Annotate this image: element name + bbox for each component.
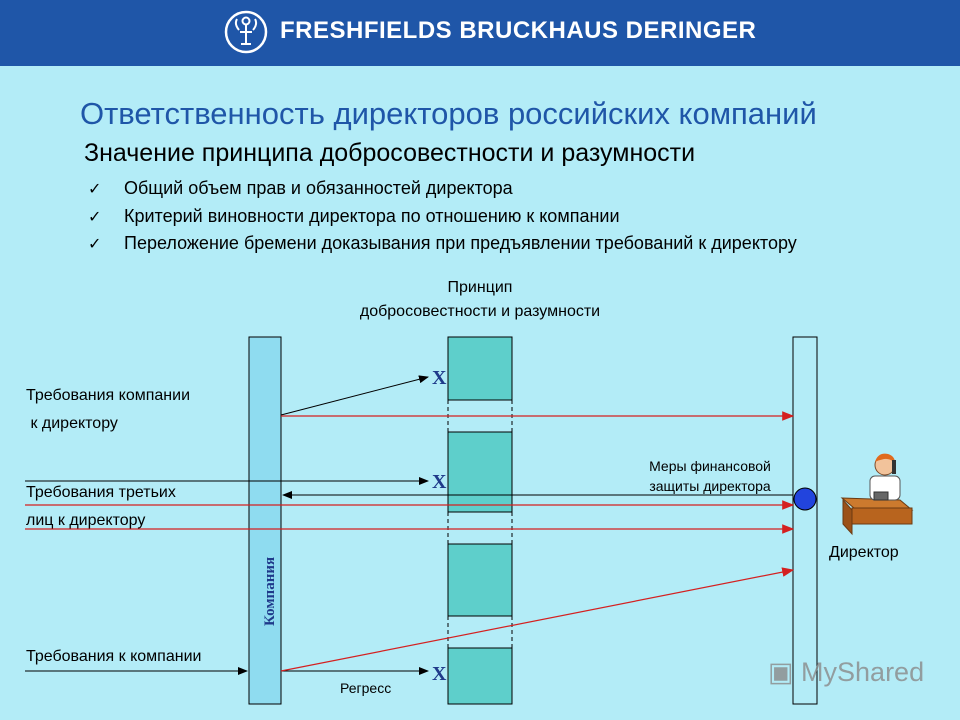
block-x-mark: X [432, 471, 447, 493]
principle-label: Принцип добросовестности и разумности [330, 276, 630, 324]
list-item: ✓ Критерий виновности директора по отноше… [88, 203, 797, 231]
block-x-mark: X [432, 663, 447, 685]
label-line: Требования компании [26, 387, 191, 404]
company-claims-label: Требования компании к директору [26, 382, 190, 438]
angel-logo-icon [224, 10, 268, 54]
list-item: ✓ Общий объем прав и обязанностей директо… [88, 175, 797, 203]
checkmark-icon: ✓ [88, 236, 102, 253]
block-x-mark: X [432, 367, 447, 389]
principle-label-line: добросовестности и разумности [359, 303, 601, 320]
page-subtitle: Значение принципа добросовестности и раз… [84, 139, 696, 167]
director-label: Директор [829, 544, 899, 561]
label-line: Требования третьих [26, 484, 176, 501]
bullet-text: Критерий виновности директора по отношен… [124, 205, 620, 226]
financial-protection-label: Меры финансовой защиты директора [630, 456, 790, 496]
protection-node [793, 487, 817, 511]
checkmark-icon: ✓ [88, 208, 102, 226]
regress-label: Регресс [340, 680, 392, 696]
arrow-regress-red [280, 567, 795, 672]
principle-label-line: Принцип [447, 279, 513, 296]
label-line: защиты директора [649, 478, 771, 494]
director-bar [792, 336, 818, 705]
label-line: лиц к директору [26, 512, 146, 529]
watermark: ▣ MyShared [768, 657, 924, 688]
label-line: к директору [26, 415, 118, 432]
company-label: Компания [262, 557, 278, 626]
director-at-desk-icon [840, 453, 914, 536]
bullet-list: ✓ Общий объем прав и обязанностей директо… [88, 175, 797, 258]
bullet-text: Переложение бремени доказывания при пред… [124, 233, 797, 253]
page-title: Ответственность директоров российских ко… [80, 96, 817, 131]
checkmark-icon: ✓ [88, 181, 102, 198]
principle-block [447, 543, 513, 617]
company-bar [248, 336, 282, 705]
presentation-logo-icon: ▣ [768, 657, 794, 687]
bullet-text: Общий объем прав и обязанностей директор… [124, 178, 513, 198]
arrow-company-to-block [280, 375, 429, 416]
principle-block [447, 647, 513, 705]
watermark-text: MyShared [801, 657, 925, 687]
brand-name: FRESHFIELDS BRUCKHAUS DERINGER [280, 17, 757, 44]
principle-block [447, 336, 513, 401]
third-party-claims-label: Требования третьих лиц к директору [26, 479, 176, 535]
list-item: ✓ Переложение бремени доказывания при пре… [88, 230, 797, 258]
label-line: Меры финансовой [649, 458, 771, 474]
header-bar: FRESHFIELDS BRUCKHAUS DERINGER [0, 0, 960, 66]
principle-block [447, 431, 513, 513]
claims-to-company-label: Требования к компании [26, 648, 202, 665]
